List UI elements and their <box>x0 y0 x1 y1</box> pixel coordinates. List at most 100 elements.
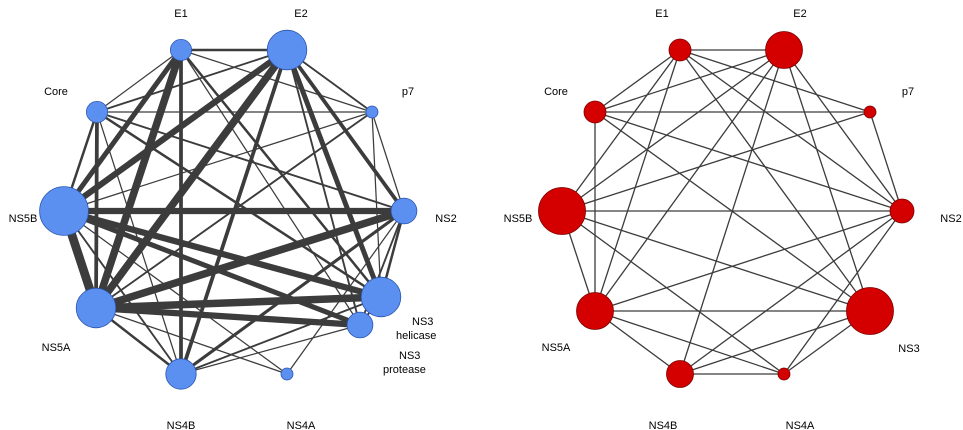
edge-E1-NS3h <box>179 48 383 299</box>
edge-p7-NS2 <box>869 111 903 212</box>
edge-NS5B-NS4A <box>63 210 288 375</box>
node-Core <box>583 100 607 124</box>
node-label-NS4A: NS4A <box>786 420 815 430</box>
edge-NS3p-NS4B <box>180 324 361 375</box>
node-label-NS3: NS3 <box>898 343 919 355</box>
node-label-p7: p7 <box>402 86 414 98</box>
label-part: NS3 <box>412 316 433 328</box>
node-NS3 <box>846 287 894 335</box>
edge-NS4A-NS2 <box>286 210 405 375</box>
edge-p7-NS2 <box>371 111 405 212</box>
edge-E2-NS4B <box>679 49 785 375</box>
node-NS4B <box>165 358 197 390</box>
node-NS4A <box>777 367 791 381</box>
node-label-NS4B: NS4B <box>167 420 196 430</box>
node-NS3p <box>346 311 374 339</box>
edge-NS2-NS4B <box>179 209 406 376</box>
node-NS5A <box>75 287 117 329</box>
right-nodes <box>538 31 915 388</box>
edge-Core-NS2 <box>96 111 405 212</box>
label-part: helicase <box>396 330 436 342</box>
edge-p7-NS5A <box>95 111 373 309</box>
edge-Core-NS4B <box>96 111 182 375</box>
edge-E2-NS2 <box>783 49 903 212</box>
edge-E1-p7 <box>679 49 871 113</box>
label-part: protease <box>383 364 426 376</box>
edge-E1-NS3p <box>180 49 361 326</box>
node-label-E2: E2 <box>294 8 307 20</box>
node-label-Core: Core <box>44 86 68 98</box>
node-label-NS4A: NS4A <box>287 420 316 430</box>
node-E2 <box>266 29 308 71</box>
node-label-NS5B: NS5B <box>504 213 533 225</box>
edge-Core-NS2 <box>594 111 903 212</box>
edge-NS5B-NS3h <box>60 207 385 301</box>
node-NS5A <box>576 292 614 330</box>
node-E1 <box>668 38 692 62</box>
edge-Core-NS3h <box>95 110 383 299</box>
edge-NS2-NS4A <box>783 210 903 375</box>
node-p7 <box>365 105 379 119</box>
node-NS5B <box>39 186 89 236</box>
edge-NS2-NS4B <box>679 210 903 375</box>
node-Core <box>86 101 109 124</box>
edge-E1-NS5A <box>594 49 681 312</box>
edge-E2-NS3h <box>284 47 384 300</box>
edge-NS5A-NS3h <box>92 293 385 312</box>
edge-E2-NS5B <box>561 49 785 212</box>
node-label-NS5A: NS5A <box>542 342 571 354</box>
edge-E1-NS2 <box>679 49 903 212</box>
edge-E2-NS5B <box>60 46 291 215</box>
edge-Core-E1 <box>96 49 182 113</box>
node-label-E2: E2 <box>793 8 806 20</box>
edge-E1-NS5A <box>92 46 185 312</box>
node-label-E1: E1 <box>655 8 668 20</box>
node-NS4B <box>666 360 694 388</box>
node-NS3h <box>360 276 402 318</box>
node-label-p7: p7 <box>902 86 914 98</box>
node-NS5B <box>538 187 586 235</box>
edge-E1-p7 <box>180 49 373 113</box>
node-label-NS5B: NS5B <box>9 213 38 225</box>
edge-NS5A-NS4A <box>95 307 288 375</box>
edge-NS5B-NS3 <box>561 210 871 312</box>
edge-E2-NS3 <box>783 49 871 312</box>
edge-E2-Core <box>594 49 785 113</box>
node-E1 <box>169 39 192 62</box>
edge-p7-NS5B <box>63 111 373 212</box>
node-NS4A <box>280 367 294 381</box>
edge-NS5B-NS4B <box>63 210 182 375</box>
edge-E1-NS5B <box>61 47 184 214</box>
node-label-NS3p: NS3 protease <box>383 350 426 376</box>
edge-NS5B-NS4A <box>561 210 785 375</box>
edge-E2-NS4B <box>179 48 289 376</box>
label-part: NS3 <box>399 350 420 362</box>
right-edges <box>561 49 903 375</box>
node-NS2 <box>889 198 915 224</box>
node-label-NS5A: NS5A <box>42 342 71 354</box>
edge-NS3-NS4B <box>679 310 871 375</box>
node-label-NS2: NS2 <box>940 213 961 225</box>
edge-Core-NS5A <box>94 110 99 310</box>
node-label-Core: Core <box>544 86 568 98</box>
left-nodes <box>39 29 418 390</box>
edge-E2-NS3p <box>286 49 361 326</box>
edge-p7-NS5B <box>561 111 871 212</box>
edge-Core-E2 <box>96 49 288 113</box>
left-edges <box>59 46 408 376</box>
node-label-NS2: NS2 <box>435 213 456 225</box>
edge-E1-Core <box>594 49 681 113</box>
node-p7 <box>863 105 877 119</box>
edge-E1-NS3 <box>679 49 871 312</box>
edge-NS3h-NS4B <box>180 296 382 375</box>
edge-p7-NS3h <box>371 111 382 298</box>
node-label-NS3h: NS3 helicase <box>396 316 436 342</box>
node-NS2 <box>390 197 418 225</box>
node-E2 <box>765 31 803 69</box>
